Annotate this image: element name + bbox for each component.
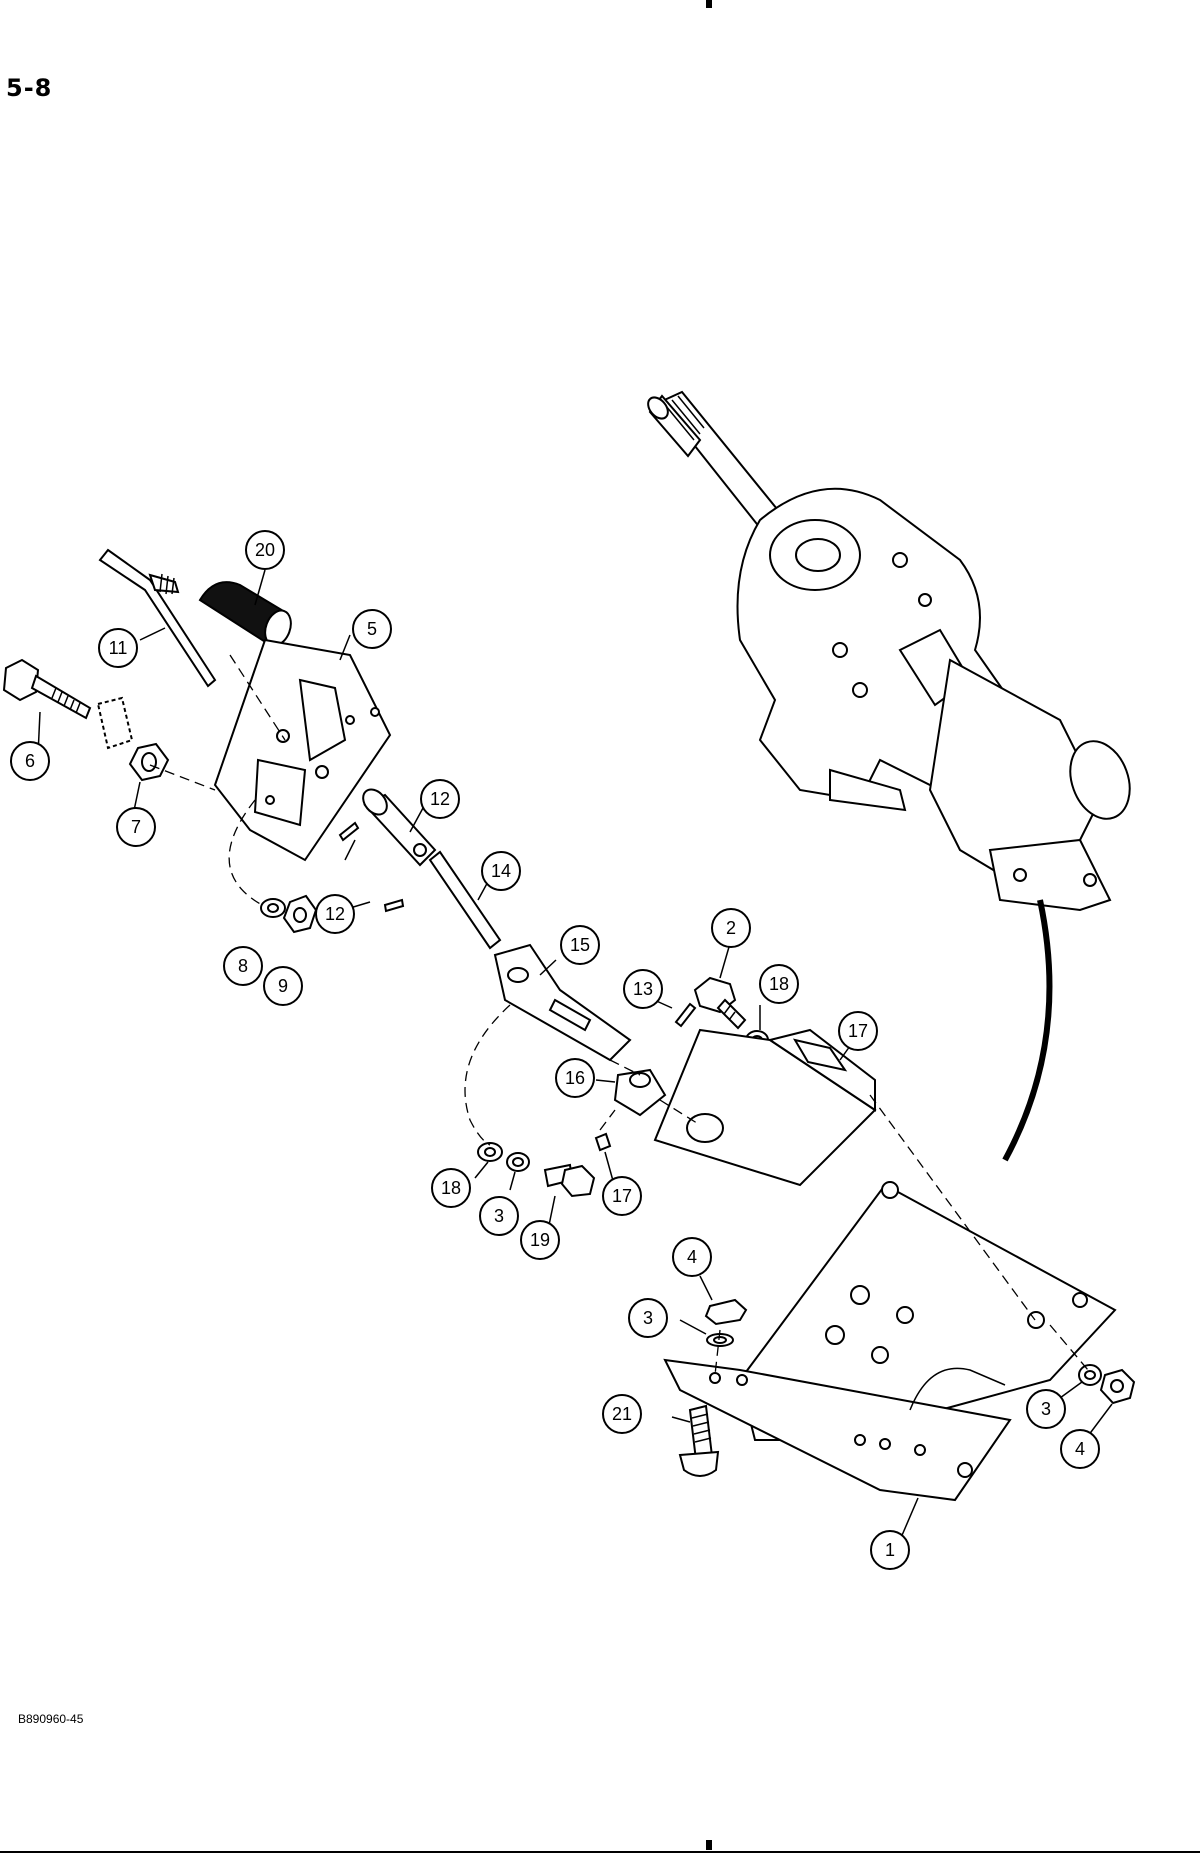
svg-text:17: 17 bbox=[612, 1186, 632, 1206]
part-13-pin bbox=[428, 850, 502, 950]
svg-text:5: 5 bbox=[367, 619, 377, 639]
callout-17: 17 bbox=[838, 1011, 878, 1051]
svg-text:19: 19 bbox=[530, 1230, 550, 1250]
callout-15: 16 bbox=[555, 1058, 595, 1098]
part-4-nut-upper bbox=[704, 1298, 748, 1326]
callout-9: 9 bbox=[263, 966, 303, 1006]
callout-14: 15 bbox=[560, 925, 600, 965]
part-19-bolt bbox=[543, 1163, 596, 1198]
part-6-bolt bbox=[2, 658, 92, 720]
callout-18-upper: 18 bbox=[759, 964, 799, 1004]
svg-text:1: 1 bbox=[885, 1540, 895, 1560]
callout-13: 14 bbox=[481, 851, 521, 891]
callout-1: 1 bbox=[870, 1530, 910, 1570]
part-2-bolt bbox=[693, 976, 747, 1030]
callout-7: 7 bbox=[116, 807, 156, 847]
part-20-knob bbox=[198, 581, 292, 647]
svg-text:6: 6 bbox=[25, 751, 35, 771]
part-3-washer-middle bbox=[506, 1152, 530, 1172]
callout-10: 11 bbox=[98, 628, 138, 668]
svg-text:3: 3 bbox=[643, 1308, 653, 1328]
part-3-washer-upper bbox=[706, 1333, 734, 1347]
callout-19: 19 bbox=[520, 1220, 560, 1260]
part-8-washer bbox=[260, 898, 286, 918]
callout-3-middle: 3 bbox=[479, 1196, 519, 1236]
svg-text:12: 12 bbox=[430, 789, 450, 809]
figure-code: B890960-45 bbox=[18, 1712, 84, 1726]
part-11-yoke bbox=[362, 788, 437, 867]
svg-text:20: 20 bbox=[255, 540, 275, 560]
page-number: 5-8 bbox=[6, 74, 53, 102]
part-5-bracket bbox=[213, 638, 392, 862]
assembly-lines bbox=[149, 654, 1089, 1376]
bottom-registration-mark bbox=[706, 1840, 712, 1850]
svg-text:13: 13 bbox=[633, 979, 653, 999]
svg-text:3: 3 bbox=[1041, 1399, 1051, 1419]
callout-4-right: 4 bbox=[1060, 1429, 1100, 1469]
svg-text:7: 7 bbox=[131, 817, 141, 837]
callout-21: 21 bbox=[602, 1394, 642, 1434]
part-3-washer-right bbox=[1078, 1364, 1102, 1386]
part-16-set-screw bbox=[594, 1132, 612, 1152]
callout-5: 5 bbox=[352, 609, 392, 649]
svg-text:3: 3 bbox=[494, 1206, 504, 1226]
part-7-nut bbox=[96, 696, 170, 782]
top-registration-mark bbox=[706, 0, 712, 8]
svg-text:8: 8 bbox=[238, 956, 248, 976]
svg-text:11: 11 bbox=[109, 638, 128, 658]
callout-18-lower: 18 bbox=[431, 1168, 471, 1208]
svg-text:12: 12 bbox=[325, 904, 345, 924]
steering-column-assembly bbox=[647, 390, 1131, 1162]
callout-3-upper: 3 bbox=[628, 1298, 668, 1338]
part-14-link bbox=[493, 943, 632, 1062]
part-10-lever-rod bbox=[98, 548, 217, 688]
svg-text:18: 18 bbox=[441, 1178, 461, 1198]
callout-8: 8 bbox=[223, 946, 263, 986]
svg-text:14: 14 bbox=[491, 861, 511, 881]
svg-text:18: 18 bbox=[769, 974, 789, 994]
callouts: 20 5 11 6 7 12 12 14 8 9 15 13 2 18 17 1… bbox=[10, 530, 1100, 1570]
part-15-collar bbox=[613, 1068, 667, 1117]
part-9-nut bbox=[282, 894, 318, 934]
part-21-bolt bbox=[678, 1404, 720, 1477]
part-1-mounting-bracket bbox=[663, 1181, 1117, 1502]
callout-3-right: 3 bbox=[1026, 1389, 1066, 1429]
part-4-nut-right bbox=[1099, 1368, 1136, 1405]
svg-text:16: 16 bbox=[565, 1068, 585, 1088]
callout-11: 12 bbox=[420, 779, 460, 819]
callout-2: 2 bbox=[711, 908, 751, 948]
part-12-roll-pins bbox=[338, 821, 697, 1028]
callout-12-lower: 13 bbox=[623, 969, 663, 1009]
svg-text:4: 4 bbox=[687, 1247, 697, 1267]
bottom-rule bbox=[0, 1851, 1200, 1853]
callout-16: 17 bbox=[602, 1176, 642, 1216]
svg-text:2: 2 bbox=[726, 918, 736, 938]
svg-text:17: 17 bbox=[848, 1021, 868, 1041]
callout-4-upper: 4 bbox=[672, 1237, 712, 1277]
callout-12-upper: 12 bbox=[315, 894, 355, 934]
callout-20: 20 bbox=[245, 530, 285, 570]
callout-6: 6 bbox=[10, 741, 50, 781]
svg-text:4: 4 bbox=[1075, 1439, 1085, 1459]
part-18-washer-lower bbox=[477, 1142, 503, 1162]
part-17-plate bbox=[653, 1028, 877, 1187]
svg-text:9: 9 bbox=[278, 976, 288, 996]
svg-text:21: 21 bbox=[612, 1404, 632, 1424]
svg-text:15: 15 bbox=[570, 935, 590, 955]
